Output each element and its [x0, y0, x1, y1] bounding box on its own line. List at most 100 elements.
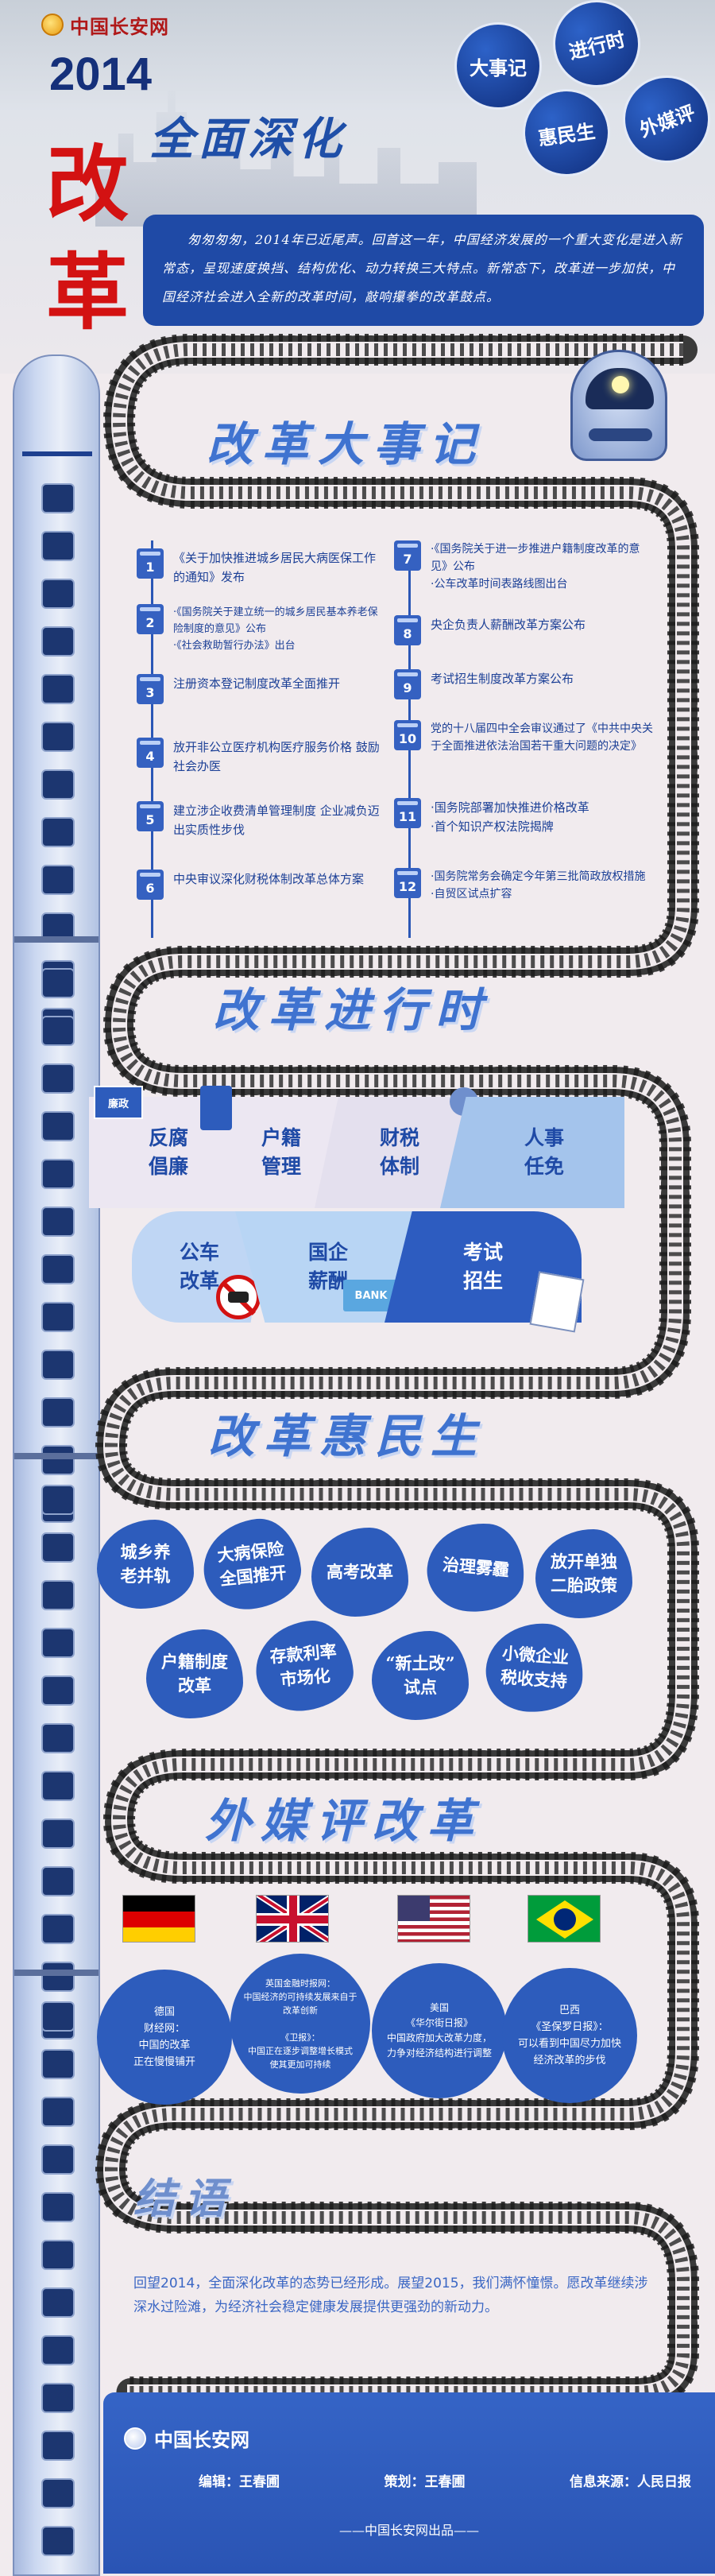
- chang-an-logo-icon: [41, 14, 64, 36]
- livelihood-item: 存款利率 市场化: [252, 1617, 357, 1715]
- livelihood-item: 城乡养 老并轨: [97, 1520, 194, 1609]
- anti-corruption-sign-icon: 廉政: [94, 1086, 143, 1119]
- ending-paragraph: 回望2014，全面深化改革的态势已经形成。展望2015，我们满怀憧憬。愿改革继续…: [133, 2276, 648, 2315]
- train-windows: [41, 483, 75, 1038]
- calendar-icon: 4: [137, 738, 164, 768]
- footer-planner: 策划：王春圃: [384, 2474, 466, 2490]
- timeline-item: 9 考试招生制度改革方案公布: [394, 669, 656, 699]
- calendar-icon: 9: [394, 669, 421, 699]
- timeline-item: 8 央企负责人薪酬改革方案公布: [394, 615, 656, 645]
- german-flag-icon: [122, 1895, 195, 1943]
- livelihood-item: 户籍制度 改革: [146, 1629, 243, 1718]
- timeline-item-text: ·《国务院关于进一步推进户籍制度改革的意见》公布 ·公车改革时间表路线图出台: [431, 543, 640, 591]
- progress-item-label: 人事 任免: [524, 1126, 564, 1178]
- footer-editor: 编辑：王春圃: [199, 2474, 280, 2490]
- footer-logo[interactable]: 中国长安网: [124, 2424, 249, 2452]
- media-comment-brazil: 巴西 《圣保罗日报》： 可以看到中国尽力加快经济改革的步伐: [502, 1968, 637, 2103]
- livelihood-item: 高考改革: [311, 1528, 408, 1617]
- progress-item-label: 国企 薪酬: [307, 1241, 348, 1292]
- timeline-item-text: ·《国务院关于建立统一的城乡居民基本养老保险制度的意见》公布 ·《社会救助暂行办…: [173, 606, 378, 652]
- calendar-icon: 2: [137, 604, 164, 634]
- footer-produced-by: ——中国长安网出品——: [338, 2523, 479, 2538]
- media-comment-us: 美国 《华尔街日报》 中国政府加大改革力度，力争对经济结构进行调整: [372, 1963, 507, 2098]
- timeline-item-text: 考试招生制度改革方案公布: [431, 672, 574, 686]
- progress-item-personnel[interactable]: 人事 任免: [440, 1097, 624, 1208]
- progress-item-label: 反腐 倡廉: [148, 1126, 188, 1178]
- timeline-item-text: 放开非公立医疗机构医疗服务价格 鼓励社会办医: [173, 740, 380, 773]
- intro-paragraph: 匆匆匆匆，2014年已近尾声。回首这一年，中国经济发展的一个重大变化是进入新常态…: [143, 215, 704, 326]
- train-windows: [41, 968, 75, 1523]
- progress-item-label: 考试 招生: [462, 1241, 503, 1292]
- media-comment-germany: 德国 财经网： 中国的改革 正在慢慢铺开: [97, 1970, 232, 2105]
- page-subtitle: 全面深化: [149, 113, 346, 165]
- calendar-icon: 1: [137, 548, 164, 579]
- progress-item-label: 户籍 管理: [261, 1126, 301, 1178]
- title-char-gai: 改: [46, 135, 129, 233]
- livelihood-item: 放开单独 二胎政策: [535, 1529, 632, 1618]
- timeline-item: 11 ·国务院部署加快推进价格改革 ·首个知识产权法院揭牌: [394, 798, 656, 836]
- calendar-icon: 11: [394, 798, 421, 828]
- progress-item-label: 公车 改革: [179, 1241, 219, 1292]
- train-car-gap: [14, 1970, 99, 1976]
- calendar-icon: 5: [137, 801, 164, 831]
- no-car-sign-icon: [216, 1275, 261, 1319]
- calendar-icon: 3: [137, 674, 164, 704]
- title-char-ge: 革: [46, 243, 129, 341]
- chang-an-logo-icon: [124, 2427, 146, 2450]
- livelihood-item: “新土改” 试点: [372, 1631, 469, 1720]
- timeline-item: 12 ·国务院常务会确定今年第三批简政放权措施 ·自贸区试点扩容: [394, 868, 656, 903]
- nav-bubble-events[interactable]: 大事记: [454, 22, 542, 110]
- footer: 中国长安网 编辑：王春圃 策划：王春圃 信息来源：人民日报 ——中国长安网出品—…: [103, 2392, 715, 2574]
- timeline-item: 5 建立涉企收费清单管理制度 企业减负迈出实质性步伐: [137, 801, 383, 839]
- timeline-item-text: 注册资本登记制度改革全面推开: [173, 676, 341, 691]
- train-car-gap: [14, 936, 99, 943]
- timeline-item-text: 《关于加快推进城乡居民大病医保工作的通知》发布: [173, 551, 377, 584]
- timeline-item-text: 党的十八届四中全会审议通过了《中共中央关于全面推进依法治国若干重大问题的决定》: [431, 722, 653, 753]
- calendar-icon: 6: [137, 870, 164, 900]
- timeline-item-text: 中央审议深化财税体制改革总体方案: [173, 872, 365, 886]
- timeline-item: 7 ·《国务院关于进一步推进户籍制度改革的意见》公布 ·公车改革时间表路线图出台: [394, 540, 656, 593]
- section-title-media: 外媒评改革: [205, 1794, 484, 1848]
- footer-source: 信息来源：人民日报: [570, 2474, 691, 2490]
- progress-item-label: 财税 体制: [379, 1126, 419, 1178]
- section-title-events: 改革大事记: [207, 417, 485, 471]
- footer-credits: 编辑：王春圃 策划：王春圃 信息来源：人民日报: [199, 2470, 691, 2490]
- timeline-item: 1 《关于加快推进城乡居民大病医保工作的通知》发布: [137, 548, 383, 587]
- timeline-item: 6 中央审议深化财税体制改革总体方案: [137, 870, 383, 900]
- timeline-item: 2 ·《国务院关于建立统一的城乡居民基本养老保险制度的意见》公布 ·《社会救助暂…: [137, 604, 383, 654]
- us-flag-icon: [397, 1895, 470, 1943]
- calendar-icon: 10: [394, 720, 421, 750]
- timeline-item-text: 建立涉企收费清单管理制度 企业减负迈出实质性步伐: [173, 804, 380, 837]
- calendar-icon: 7: [394, 540, 421, 571]
- high-speed-train-body: [13, 354, 100, 2576]
- livelihood-item: 治理雾霾: [423, 1518, 528, 1617]
- livelihood-item: 大病保险 全国推开: [199, 1514, 305, 1614]
- site-logo[interactable]: 中国长安网: [41, 11, 248, 38]
- livelihood-item: 小微企业 税收支持: [483, 1619, 586, 1716]
- timeline-item: 3 注册资本登记制度改革全面推开: [137, 674, 383, 704]
- timeline-item-text: 央企负责人薪酬改革方案公布: [431, 618, 586, 632]
- train-windows: [41, 1485, 75, 2039]
- exam-paper-icon: [529, 1271, 585, 1333]
- timeline-item: 4 放开非公立医疗机构医疗服务价格 鼓励社会办医: [137, 738, 383, 776]
- train-car-gap: [14, 1453, 99, 1459]
- media-comment-uk: 英国金融时报网： 中国经济的可持续发展来自于改革创新 《卫报》： 中国正在逐步调…: [230, 1954, 370, 2094]
- bank-card-icon: BANK: [343, 1280, 399, 1311]
- calendar-icon: 12: [394, 868, 421, 898]
- train-windows: [41, 2001, 75, 2556]
- uk-flag-icon: [256, 1895, 329, 1943]
- section-title-ending: 结语: [133, 2175, 236, 2223]
- site-logo-text: 中国长安网: [70, 14, 169, 38]
- household-register-book-icon: [200, 1086, 232, 1130]
- timeline-item-text: ·国务院部署加快推进价格改革 ·首个知识产权法院揭牌: [431, 800, 589, 834]
- footer-logo-text: 中国长安网: [154, 2428, 249, 2451]
- section-title-progress: 改革进行时: [213, 983, 492, 1037]
- section-title-livelihood: 改革惠民生: [208, 1409, 487, 1463]
- train-front-illustration: [570, 350, 667, 461]
- brazil-flag-icon: [528, 1895, 601, 1943]
- timeline-item: 10 党的十八届四中全会审议通过了《中共中央关于全面推进依法治国若干重大问题的决…: [394, 720, 656, 755]
- calendar-icon: 8: [394, 615, 421, 645]
- page-year: 2014: [49, 48, 153, 100]
- timeline-item-text: ·国务院常务会确定今年第三批简政放权措施 ·自贸区试点扩容: [431, 870, 646, 901]
- train-stripe: [22, 451, 92, 456]
